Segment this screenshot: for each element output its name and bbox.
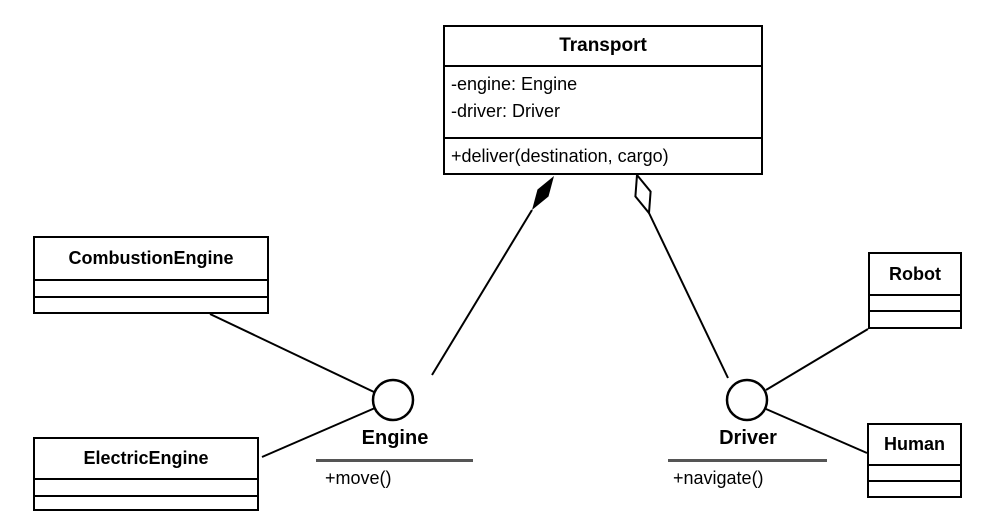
method-deliver: +deliver(destination, cargo) [451,145,669,166]
robot-driver-line [765,328,869,391]
class-human-title: Human [869,425,960,466]
empty-attributes-row [35,281,267,298]
class-robot: Robot [868,252,962,329]
interface-engine-separator [316,459,473,462]
attribute-engine: -engine: Engine [451,74,578,94]
empty-methods-row [870,312,960,325]
interface-driver-separator [668,459,827,462]
empty-attributes-row [870,296,960,312]
empty-methods-row [35,298,267,310]
class-transport-attributes: -engine: Engine -driver: Driver [445,67,761,139]
class-transport-title: Transport [445,27,761,67]
engine-interface-circle [371,378,415,422]
class-human: Human [867,423,962,498]
empty-methods-row [35,497,257,507]
human-driver-line [765,408,868,454]
class-electricengine: ElectricEngine [33,437,259,511]
combustionengine-engine-line [209,313,375,393]
interface-engine-operation: +move() [325,468,392,488]
composition-line [431,209,533,376]
empty-methods-row [869,482,960,494]
class-combustionengine: CombustionEngine [33,236,269,314]
empty-attributes-row [869,466,960,482]
class-robot-title: Robot [870,254,960,296]
interface-engine-label: Engine [361,427,429,449]
class-electricengine-title: ElectricEngine [35,439,257,480]
composition-diamond [532,176,554,210]
empty-attributes-row [35,480,257,497]
class-transport: Transport -engine: Engine -driver: Drive… [443,25,763,175]
electricengine-engine-line [261,407,376,458]
attribute-driver: -driver: Driver [451,101,561,121]
driver-interface-circle [725,378,769,422]
aggregation-line [648,212,729,379]
interface-driver-label: Driver [719,427,777,449]
class-transport-methods: +deliver(destination, cargo) [445,139,761,173]
interface-driver-operation: +navigate() [673,468,764,488]
aggregation-diamond [634,172,652,216]
class-combustionengine-title: CombustionEngine [35,238,267,281]
